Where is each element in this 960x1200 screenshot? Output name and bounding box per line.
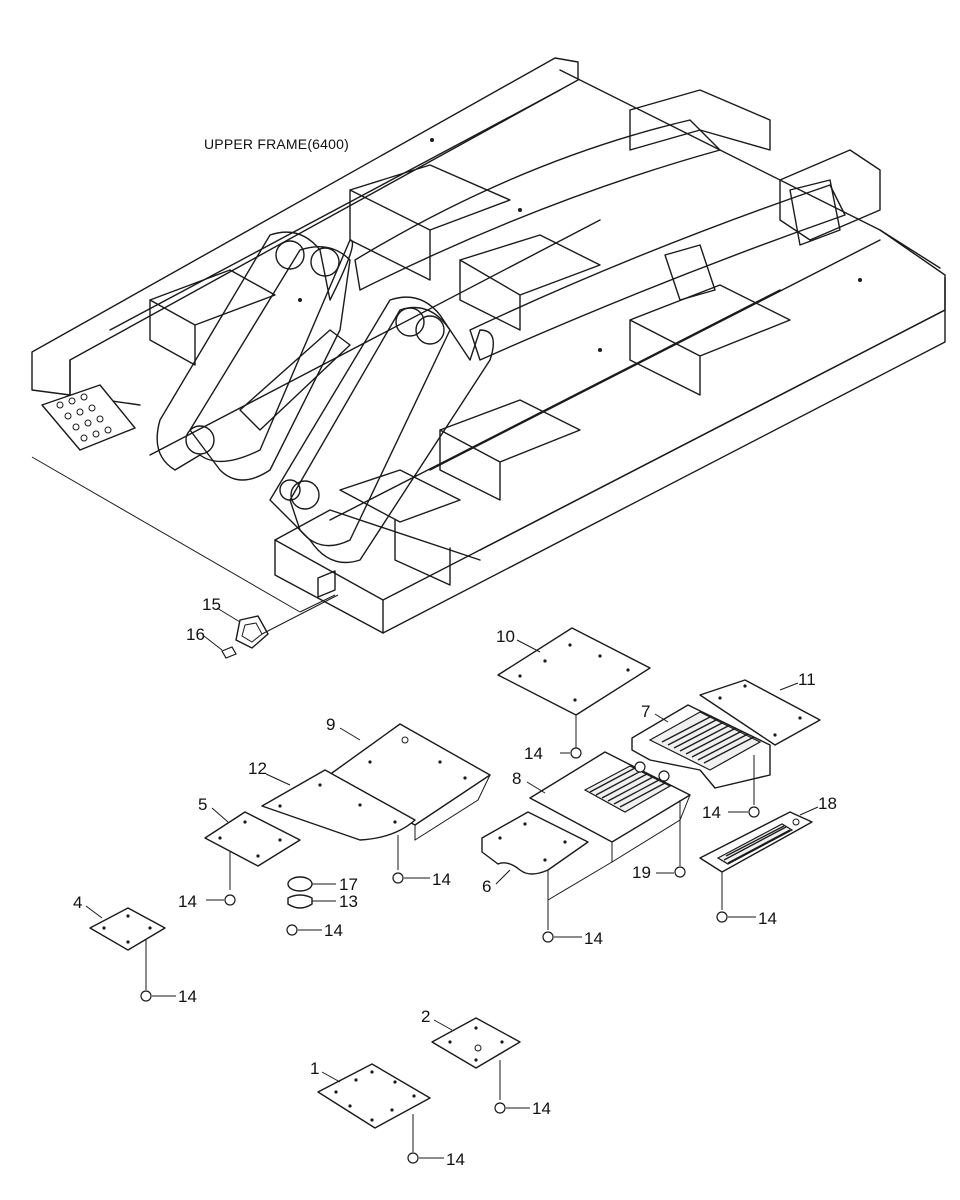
callout-4: 4 [73,893,82,912]
bolt-14-b [728,806,760,818]
part-11-plate [699,679,821,746]
part-1-plate [317,1063,431,1152]
callout-13: 13 [339,892,358,911]
part-2-plate [431,1017,521,1100]
callout-14-g: 14 [758,909,777,928]
callout-14-f: 14 [584,929,603,948]
callout-14-e: 14 [324,921,343,940]
bolt-14-a [560,747,582,759]
callout-18: 18 [818,794,837,813]
upper-frame [31,57,946,634]
callout-6: 6 [482,877,491,896]
callout-10: 10 [496,627,515,646]
frame-title: UPPER FRAME(6400) [204,136,349,152]
part-6-plate [481,811,613,930]
bolt-14-c [392,872,430,884]
callout-2: 2 [421,1007,430,1026]
part-19-bolt [674,800,686,878]
part-13-ring [287,894,336,909]
bolt-14-j [407,1152,444,1164]
part-15-cover-ring [235,594,339,649]
callout-1: 1 [310,1059,319,1078]
callout-12: 12 [248,759,267,778]
callout-9: 9 [326,715,335,734]
callout-14-i: 14 [532,1099,551,1118]
callout-5: 5 [198,795,207,814]
bolt-14-i [494,1102,530,1114]
part-7-grille-panel [631,704,771,805]
part-12-plate [261,769,416,870]
bolt-14-h [140,990,176,1002]
callout-14-a: 14 [524,744,543,763]
part-8-grille-panel [529,751,691,863]
callout-7: 7 [641,702,650,721]
callout-15: 15 [202,595,221,614]
part-5-plate [204,811,301,890]
part-4-plate [89,907,166,990]
callout-14-j: 14 [446,1150,465,1169]
callout-19: 19 [632,863,651,882]
callout-17: 17 [339,875,358,894]
callout-16: 16 [186,625,205,644]
callout-11: 11 [798,670,816,689]
callout-14-d: 14 [178,892,197,911]
part-18-grille-plate [699,811,813,910]
part-10-plate [497,627,651,748]
callout-14-b: 14 [702,803,721,822]
callout-14-c: 14 [432,870,451,889]
bolt-14-f [542,931,582,943]
callout-14-h: 14 [178,987,197,1006]
bolt-14-e [286,924,322,936]
bolt-14-g [716,911,756,923]
callout-8: 8 [512,769,521,788]
part-17-ring [287,876,336,892]
bolt-14-d [206,894,236,906]
part-16-bolt [221,646,237,659]
